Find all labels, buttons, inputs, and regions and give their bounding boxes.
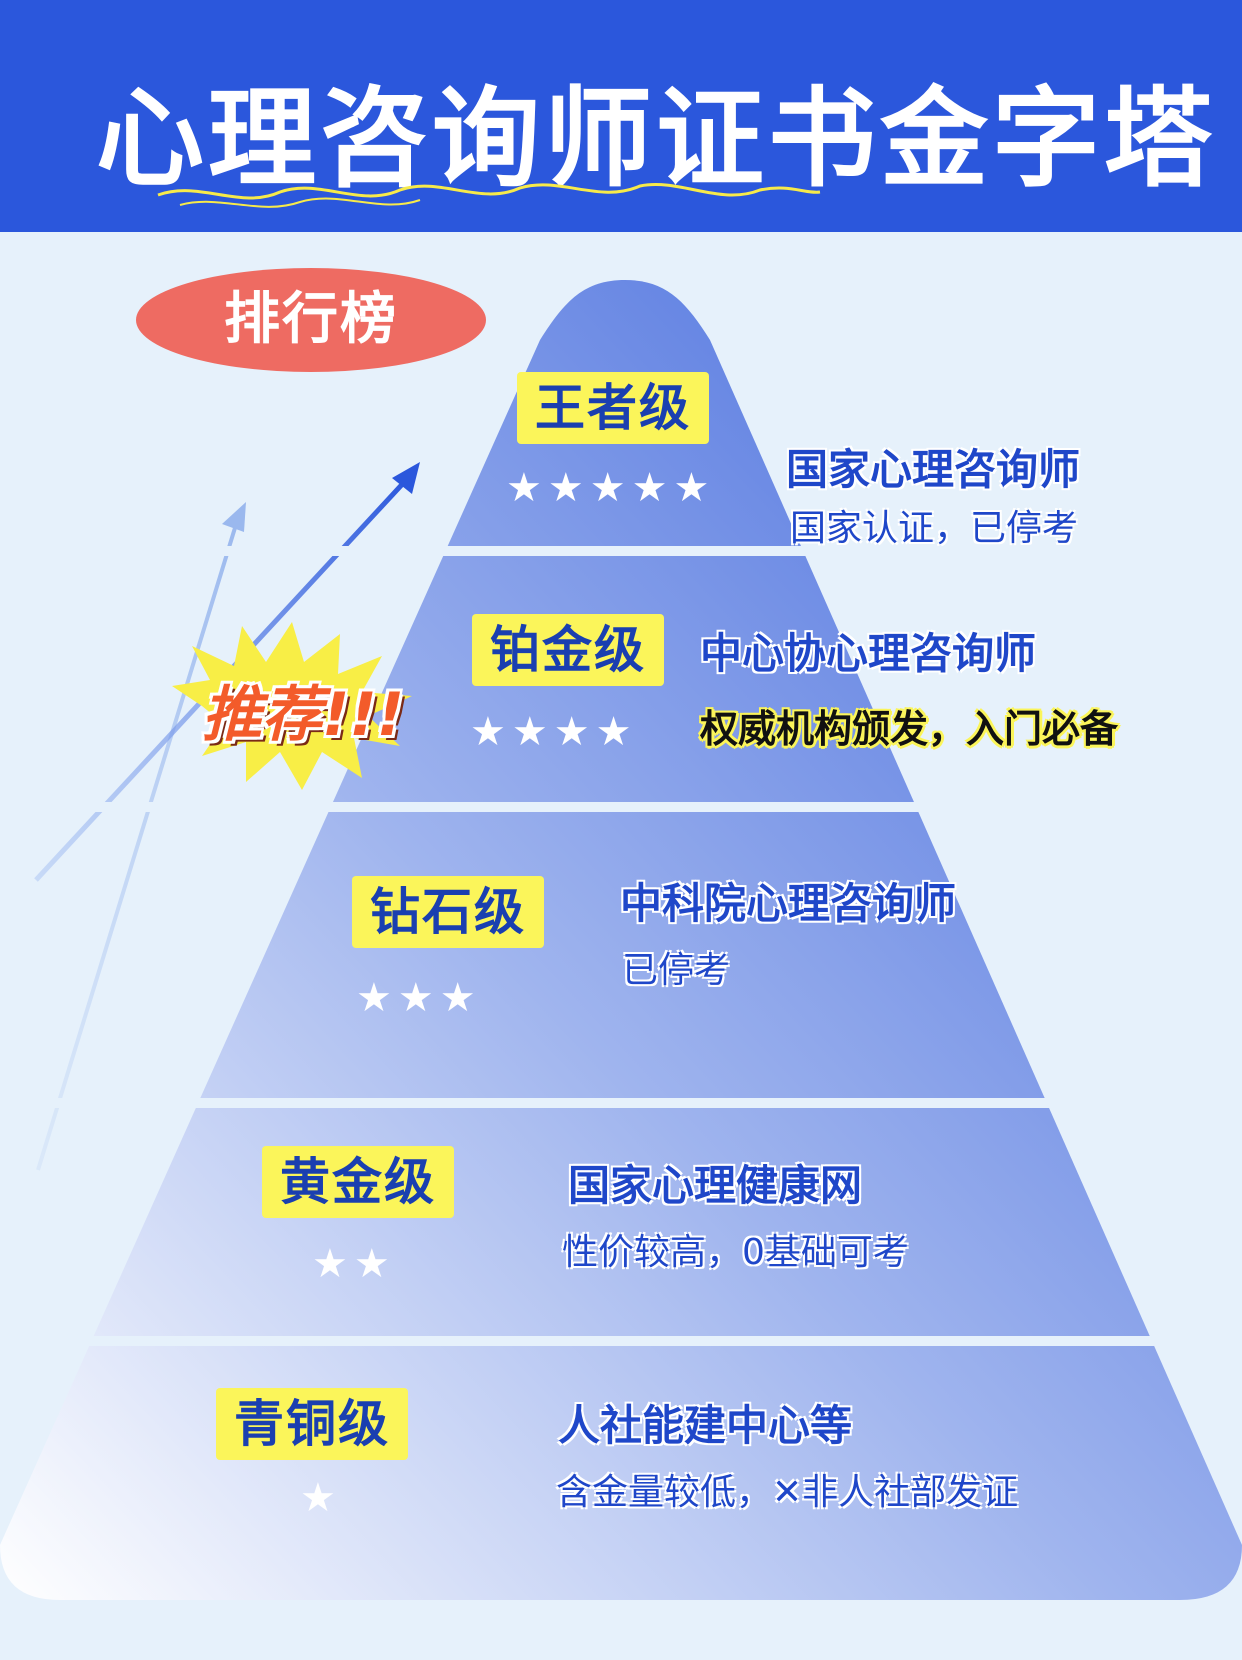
burst-icon (172, 622, 412, 790)
star-rating-platinum: ★★★★ (470, 709, 638, 755)
cert-desc-king: 国家认证，已停考 (790, 508, 1079, 549)
star-rating-bronze: ★ (300, 1475, 342, 1521)
header-banner: 心理咨询师证书金字塔 (0, 0, 1242, 232)
recommend-label: 推荐!!! (202, 680, 405, 750)
star-rating-king: ★★★★★ (506, 465, 716, 511)
cert-name-platinum: 中心协心理咨询师 (700, 629, 1037, 678)
cert-name-gold: 国家心理健康网 (568, 1161, 863, 1210)
ranking-badge: 排行榜 (136, 268, 486, 372)
cert-desc-bronze: 含金量较低，✕非人社部发证 (556, 1472, 1019, 1513)
cert-desc-diamond: 已停考 (622, 950, 731, 991)
cert-desc-gold: 性价较高，0基础可考 (562, 1232, 909, 1273)
tier-label-bronze: 青铜级 (216, 1388, 408, 1460)
tier-label-diamond: 钻石级 (352, 876, 544, 948)
cert-name-king: 国家心理咨询师 (786, 445, 1081, 494)
tier-label-king: 王者级 (517, 372, 709, 444)
recommend-burst: 推荐!!! (162, 616, 432, 796)
tier-label-platinum: 铂金级 (472, 614, 664, 686)
tier-label-gold: 黄金级 (262, 1146, 454, 1218)
cert-name-bronze: 人社能建中心等 (558, 1401, 853, 1450)
cert-desc-platinum: 权威机构颁发，入门必备 (700, 707, 1119, 751)
star-rating-gold: ★★ (312, 1241, 396, 1287)
star-rating-diamond: ★★★ (356, 975, 482, 1021)
squiggle-underline (157, 183, 821, 208)
page-title: 心理咨询师证书金字塔 (95, 77, 1216, 202)
cert-name-diamond: 中科院心理咨询师 (620, 879, 957, 928)
